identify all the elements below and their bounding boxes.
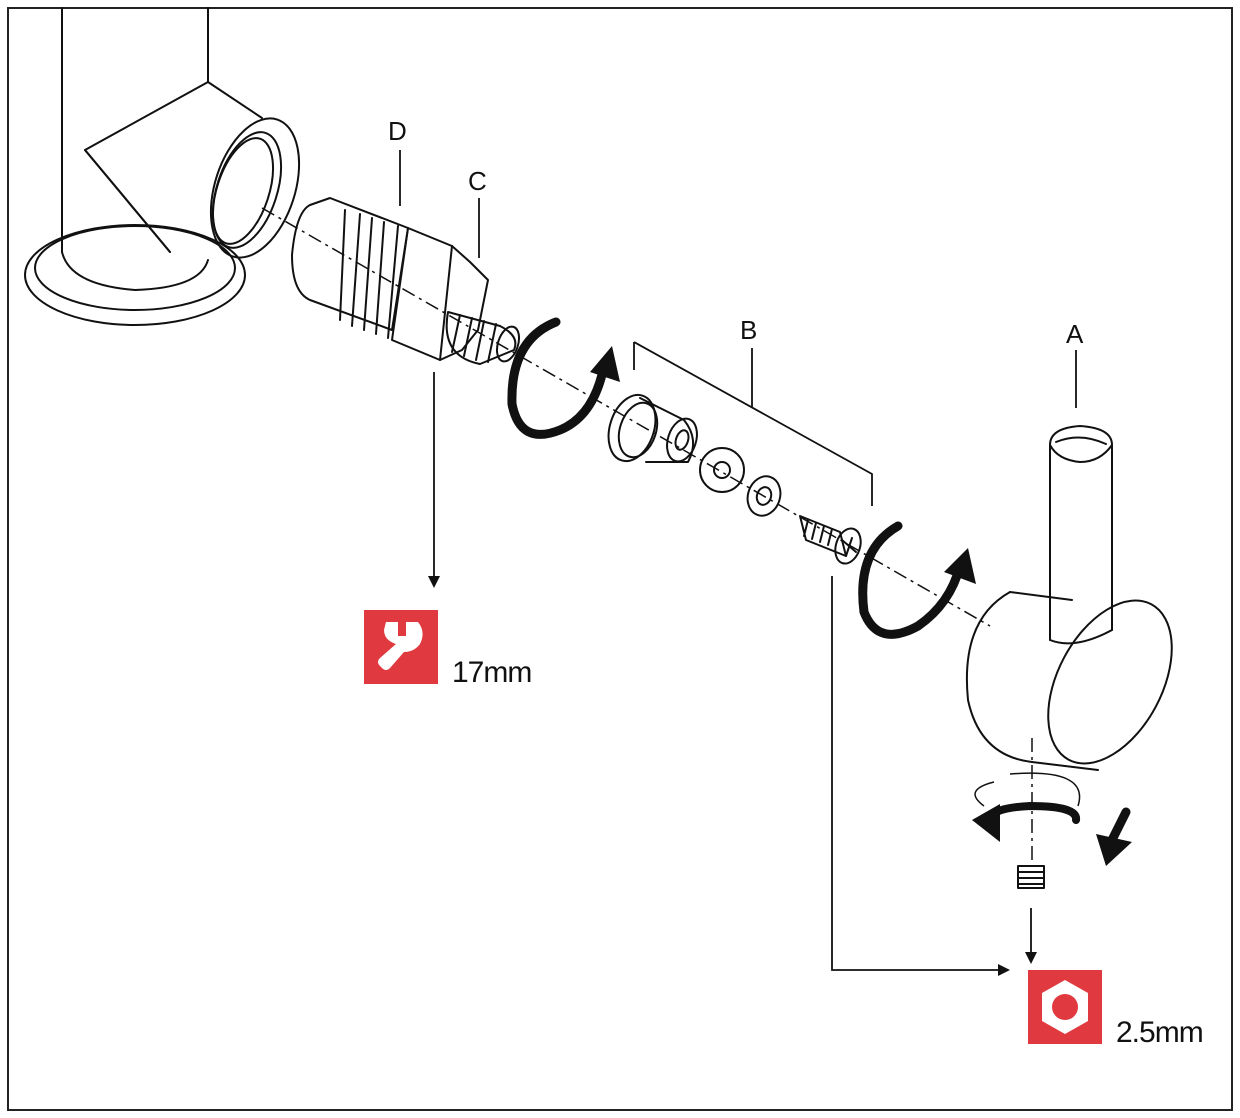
label-leaders [399, 150, 1077, 408]
part-b-bracket [633, 341, 873, 506]
rotate-arrow-screw [858, 521, 965, 639]
hex-pointer-from-screw [831, 576, 1010, 976]
grub-screw [1017, 865, 1045, 889]
lever-handle [965, 425, 1173, 771]
label-a: A [1066, 319, 1084, 349]
hex-key-size: 2.5mm [1116, 1016, 1204, 1049]
hex-key-icon [1028, 970, 1102, 1044]
label-b: B [740, 315, 758, 345]
rotation-arrow-heads [590, 346, 1000, 842]
pull-down-arrow [1096, 807, 1132, 866]
valve-cartridge [291, 197, 521, 365]
label-c: C [468, 166, 487, 196]
fixing-parts [607, 393, 862, 565]
rotate-arrow-handle [986, 801, 1080, 824]
hex-key-tool-badge [1028, 970, 1102, 1044]
diagram-border [7, 7, 1233, 1111]
assembly-axis [261, 207, 991, 627]
label-d: D [388, 116, 407, 146]
tap-body [24, 7, 301, 326]
spin-ellipse [974, 772, 1081, 807]
wrench-size: 17mm [452, 656, 532, 689]
wrench-icon [364, 610, 438, 684]
wrench-tool-badge [364, 610, 438, 684]
rotate-arrow-cartridge [507, 317, 609, 439]
